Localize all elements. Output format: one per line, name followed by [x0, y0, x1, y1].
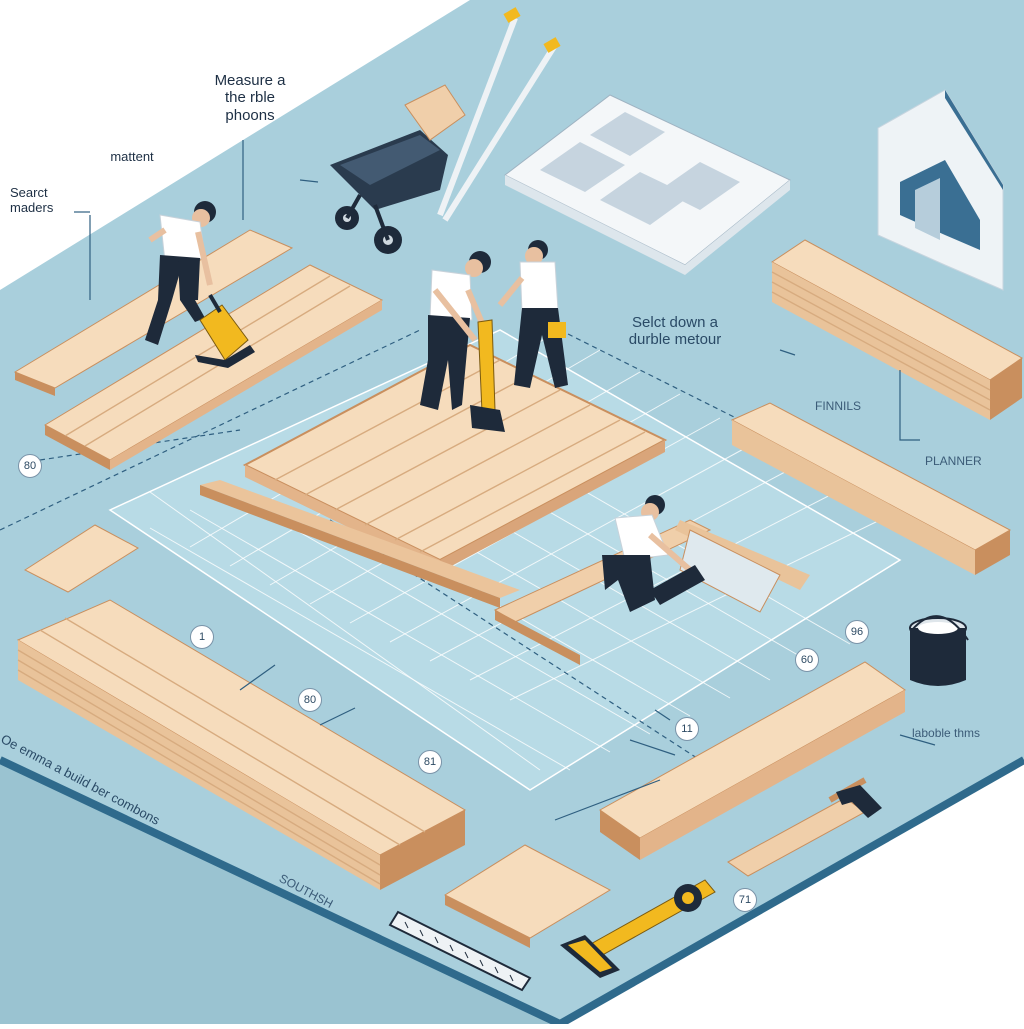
paint-can-icon — [909, 615, 969, 686]
plank-stack-bottom-left — [16, 599, 467, 890]
callout-3: 80 — [298, 688, 322, 712]
callout-5: 96 — [845, 620, 869, 644]
worker-sanding — [145, 201, 216, 345]
plank-stack-bottom-mid — [443, 844, 612, 948]
label-moment: mattent — [110, 149, 154, 164]
level-tool-icon — [470, 319, 505, 432]
hammer-icon — [828, 777, 882, 818]
wheelbarrow-icon — [330, 7, 561, 254]
plank-small-left — [23, 524, 139, 593]
callout-6: 60 — [795, 648, 819, 672]
label-search-materials: Searct maders — [10, 185, 54, 215]
worker-kneeling — [602, 495, 705, 612]
label-select-durable: Selct down a durble metour — [628, 314, 722, 349]
callout-4: 81 — [418, 750, 442, 774]
sander-icon — [195, 293, 255, 368]
callout-7: 11 — [675, 717, 699, 741]
plank-stack-right-bottom — [599, 661, 906, 860]
label-bottom-right: laboble thms — [912, 726, 981, 740]
ruler-icon — [388, 910, 532, 992]
callout-1: 80 — [18, 454, 42, 478]
plank-stack-right-top — [771, 239, 1023, 420]
label-measure: Measure a the rble phoons — [214, 72, 286, 124]
blueprint-icon — [504, 94, 791, 275]
plank-stack-right-mid — [730, 402, 1012, 575]
callout-2: 1 — [190, 625, 214, 649]
label-finishes: FINNILS — [815, 399, 862, 413]
pointer-lines — [74, 140, 936, 821]
central-wood-deck — [200, 343, 668, 608]
house-icon — [877, 89, 1004, 291]
callout-8: 71 — [733, 888, 757, 912]
tape-measure-icon — [560, 879, 716, 978]
label-planner: PLANNER — [925, 454, 982, 468]
worker-assisting — [497, 240, 568, 388]
worker-measuring — [420, 251, 491, 410]
